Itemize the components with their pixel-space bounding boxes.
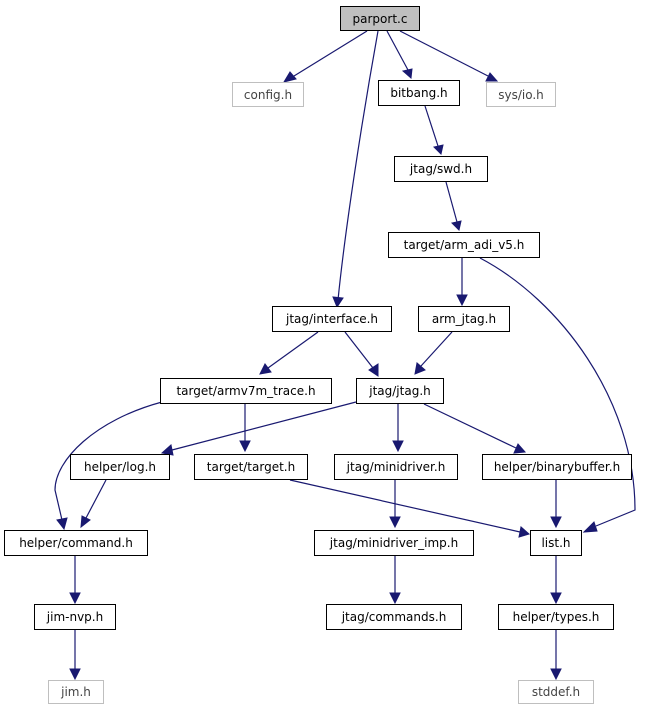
node-jtag-jtag-h[interactable]: jtag/jtag.h	[356, 378, 444, 404]
arrowheads	[56, 68, 598, 681]
node-config-h: config.h	[232, 82, 304, 107]
node-jtag-swd-h[interactable]: jtag/swd.h	[394, 156, 488, 182]
node-helper-command-h[interactable]: helper/command.h	[4, 530, 148, 556]
edge-parport-bitbang	[386, 30, 409, 71]
node-helper-types-h[interactable]: helper/types.h	[498, 604, 614, 630]
node-stddef-h: stddef.h	[518, 680, 594, 704]
edge-adi-list	[479, 257, 636, 527]
node-target-target-h[interactable]: target/target.h	[194, 454, 308, 480]
edge-trace-command	[54, 401, 163, 521]
edge-target-list	[289, 479, 521, 533]
node-sys-io-h: sys/io.h	[486, 82, 556, 107]
edge-jtagjtag-binarybuffer	[423, 403, 517, 449]
node-list-h[interactable]: list.h	[530, 530, 582, 556]
node-jtag-commands-h[interactable]: jtag/commands.h	[326, 604, 462, 630]
edge-parport-interface	[337, 30, 379, 301]
edge-jtagjtag-log	[171, 401, 357, 451]
edge-parport-config	[293, 30, 368, 77]
node-jim-nvp-h[interactable]: jim-nvp.h	[34, 604, 116, 630]
edge-log-command	[85, 479, 107, 519]
node-jtag-interface-h[interactable]: jtag/interface.h	[272, 306, 392, 332]
node-arm-jtag-h[interactable]: arm_jtag.h	[418, 306, 510, 332]
node-bitbang-h[interactable]: bitbang.h	[378, 80, 460, 106]
node-parport-c[interactable]: parport.c	[340, 6, 420, 31]
node-helper-log-h[interactable]: helper/log.h	[70, 454, 170, 480]
edge-swd-adi	[445, 181, 458, 223]
edge-interface-trace	[267, 331, 319, 369]
node-jim-h: jim.h	[48, 680, 104, 704]
node-target-armv7m-trace-h[interactable]: target/armv7m_trace.h	[160, 378, 332, 404]
node-jtag-minidriver-h[interactable]: jtag/minidriver.h	[334, 454, 458, 480]
node-helper-binarybuffer-h[interactable]: helper/binarybuffer.h	[482, 454, 632, 480]
edge-parport-sysio	[399, 30, 489, 77]
edge-interface-jtagjtag	[344, 331, 374, 369]
node-target-arm-adi-v5-h[interactable]: target/arm_adi_v5.h	[388, 232, 540, 258]
node-jtag-minidriver-imp-h[interactable]: jtag/minidriver_imp.h	[314, 530, 474, 556]
edge-bitbang-swd	[424, 105, 439, 147]
edge-armjtag-jtagjtag	[420, 331, 453, 367]
